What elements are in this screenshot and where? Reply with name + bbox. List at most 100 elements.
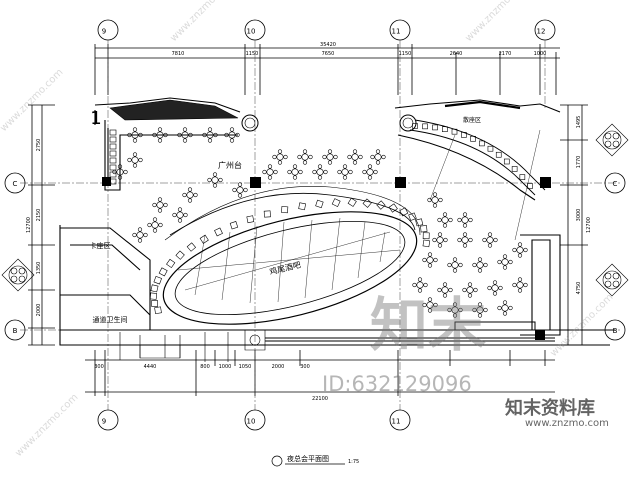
- chair: [433, 257, 438, 263]
- chair: [188, 132, 193, 138]
- table-top: [151, 221, 159, 229]
- round-table: [472, 257, 488, 273]
- chair: [457, 217, 462, 223]
- chair: [381, 154, 386, 160]
- bar-seat: [331, 198, 341, 208]
- table-top: [276, 153, 284, 161]
- chair: [132, 127, 138, 132]
- column: [535, 330, 545, 340]
- table-top: [416, 281, 424, 289]
- table-top: [351, 153, 359, 161]
- round-table: [512, 277, 528, 293]
- round-table: [322, 149, 338, 165]
- chair: [172, 212, 177, 218]
- round-table: [147, 217, 163, 233]
- chair: [182, 192, 187, 198]
- compass-dot: [612, 140, 620, 148]
- table-top: [374, 153, 382, 161]
- round-table: [312, 164, 328, 180]
- table-top: [426, 301, 434, 309]
- bar-seat: [158, 267, 168, 277]
- chair: [333, 154, 338, 160]
- bar-seat: [422, 239, 431, 248]
- column: [540, 177, 551, 188]
- chair: [502, 254, 508, 259]
- table-top: [476, 306, 484, 314]
- chair: [477, 302, 483, 307]
- table-top: [228, 131, 236, 139]
- chair: [523, 282, 528, 288]
- table-top: [156, 131, 164, 139]
- chair: [237, 182, 243, 187]
- chair: [442, 212, 448, 217]
- chair: [442, 293, 448, 298]
- bottom-dimension-chain: [85, 350, 555, 396]
- roof-edge-right: [444, 100, 521, 110]
- chair: [262, 169, 267, 175]
- central-bar: [162, 186, 421, 325]
- table-top: [211, 176, 219, 184]
- roof-hatch-left: [109, 99, 239, 121]
- dim-top: 7810: [172, 51, 185, 57]
- chair: [277, 160, 283, 165]
- round-table: [472, 302, 488, 318]
- table-top: [476, 261, 484, 269]
- dim-right: 1495: [576, 116, 582, 129]
- chair: [207, 127, 213, 132]
- chair: [152, 228, 158, 233]
- chair: [302, 149, 308, 154]
- chair: [224, 132, 229, 138]
- chair: [417, 277, 423, 282]
- round-column: [244, 117, 256, 129]
- booth-seat: [109, 129, 117, 136]
- round-table: [202, 127, 218, 143]
- round-table: [152, 197, 168, 213]
- counter-seat: [442, 126, 448, 132]
- bar-seat: [315, 199, 324, 209]
- table-top: [341, 168, 349, 176]
- chair: [237, 193, 243, 198]
- bar-seat: [388, 203, 398, 213]
- chair: [317, 175, 323, 180]
- booth-seat: [109, 136, 117, 143]
- round-table: [272, 149, 288, 165]
- dim-right: 4750: [576, 282, 582, 295]
- dim-bottom: 2000: [272, 364, 285, 370]
- chair: [370, 154, 375, 160]
- bar-seat: [263, 210, 271, 218]
- bar-seat: [408, 212, 417, 221]
- chair: [212, 183, 218, 188]
- chair: [417, 288, 423, 293]
- chair: [427, 263, 433, 268]
- chair: [229, 138, 235, 143]
- round-table: [487, 280, 503, 296]
- chair: [137, 238, 143, 243]
- counter-seat: [487, 145, 494, 152]
- chair: [433, 302, 438, 308]
- chair: [427, 297, 433, 302]
- chair: [132, 138, 138, 143]
- dim-bottom: 1050: [239, 364, 252, 370]
- chair: [422, 302, 427, 308]
- chair: [437, 232, 443, 237]
- chair: [498, 285, 503, 291]
- booth-seat: [109, 143, 117, 150]
- compass-icon: [595, 123, 629, 157]
- round-table: [462, 282, 478, 298]
- chair: [472, 307, 477, 313]
- chair: [352, 149, 358, 154]
- compass-icon: [595, 263, 629, 297]
- chair: [292, 175, 298, 180]
- chair: [267, 164, 273, 169]
- bottom-facade: [265, 321, 555, 342]
- chair: [202, 132, 207, 138]
- chair: [147, 222, 152, 228]
- bar-seat: [166, 258, 176, 269]
- round-table: [370, 149, 386, 165]
- dim-top: 1150: [246, 51, 259, 57]
- chair: [427, 197, 432, 203]
- chair: [483, 307, 488, 313]
- bar-seat: [347, 197, 357, 207]
- table-top: [266, 168, 274, 176]
